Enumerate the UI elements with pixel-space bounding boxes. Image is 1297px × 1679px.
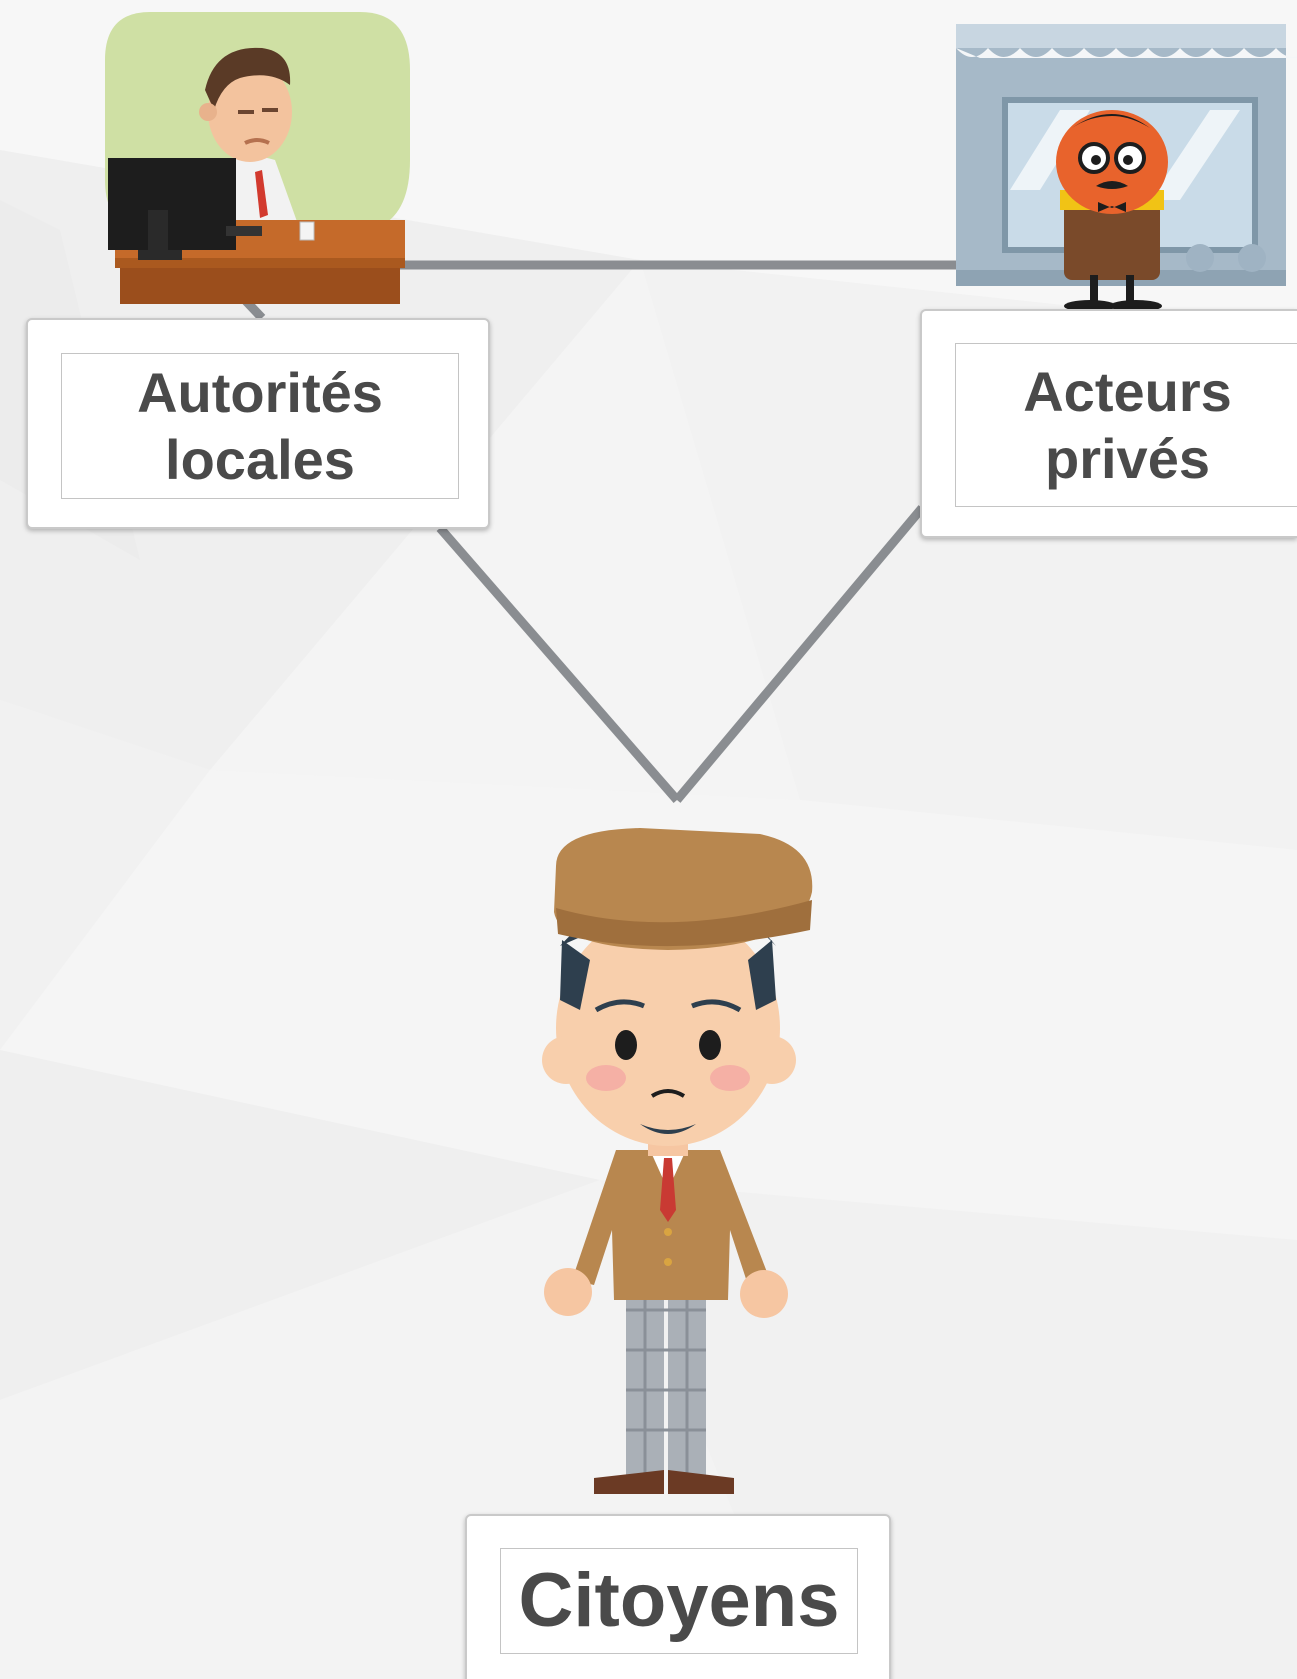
node-acteurs-prives: Acteurs privés [920,309,1297,538]
node-autorites-locales: Autorités locales [26,318,490,529]
node-label-autorites-locales: Autorités locales [61,353,459,499]
node-label-acteurs-prives: Acteurs privés [955,343,1297,507]
official-at-desk-illustration [105,12,410,304]
connector-autorites-citoyens [436,525,681,803]
connector-acteurs-citoyens [673,505,926,803]
connectors [241,260,958,803]
node-citoyens: Citoyens [465,1514,891,1679]
shopkeeper-illustration [956,24,1297,312]
citizen-illustration [542,828,813,1494]
node-label-citoyens: Citoyens [500,1548,858,1654]
